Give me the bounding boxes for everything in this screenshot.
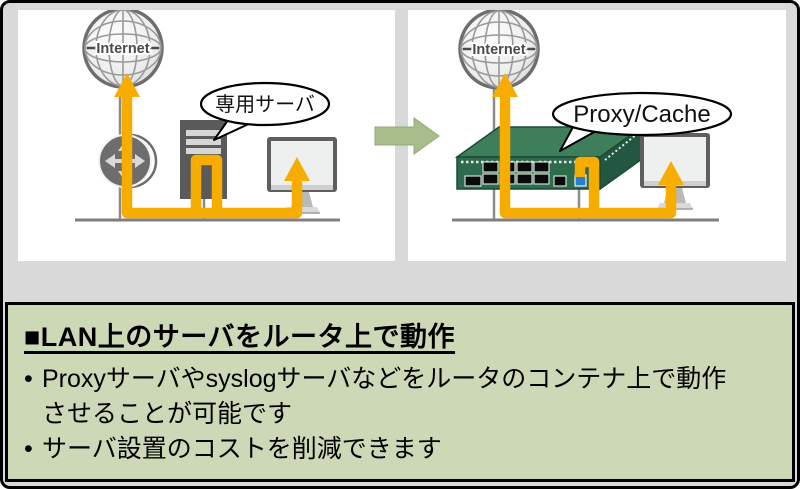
note-bullet-list: • Proxyサーバやsyslogサーバなどをルータのコンテナ上で動作 させるこ… xyxy=(24,362,778,467)
speech-bubble-dedicated-server: 専用サーバ xyxy=(199,81,331,141)
bullet-text: サーバ設置のコストを削減できます xyxy=(42,435,442,463)
panel-before: Internet xyxy=(18,10,395,261)
note-heading: ■LAN上のサーバをルータ上で動作 xyxy=(24,322,456,352)
diagram-after: Internet xyxy=(452,10,733,222)
bullet-text: Proxyサーバやsyslogサーバなどをルータのコンテナ上で動作 させることが… xyxy=(42,365,727,428)
rack-router-icon xyxy=(454,125,645,191)
note-box: ■LAN上のサーバをルータ上で動作 • Proxyサーバやsyslogサーバなど… xyxy=(5,302,795,482)
arrow-to-desktop xyxy=(658,161,684,185)
speech-bubble-proxy-cache: Proxy/Cache xyxy=(551,91,733,152)
internet-globe-icon: Internet xyxy=(458,10,540,90)
bullet-marker: • xyxy=(24,365,33,393)
internet-label: Internet xyxy=(472,42,525,58)
bubble-label: Proxy/Cache xyxy=(573,101,710,128)
note-bullet: • サーバ設置のコストを削減できます xyxy=(24,432,778,467)
panel-after: Internet xyxy=(408,10,786,261)
note-bullet: • Proxyサーバやsyslogサーバなどをルータのコンテナ上で動作 させるこ… xyxy=(24,362,778,432)
bullet-marker: • xyxy=(24,435,33,463)
internet-label: Internet xyxy=(96,41,149,57)
arrow-to-internet xyxy=(114,73,140,97)
transition-arrow-icon xyxy=(374,117,440,155)
diagram-before: Internet xyxy=(75,10,340,222)
traffic-cable xyxy=(114,73,310,219)
bubble-label: 専用サーバ xyxy=(215,93,315,116)
internet-globe-icon: Internet xyxy=(82,10,164,89)
arrow-to-internet xyxy=(492,73,518,97)
arrow-to-desktop xyxy=(284,157,310,181)
traffic-cable xyxy=(492,73,684,219)
